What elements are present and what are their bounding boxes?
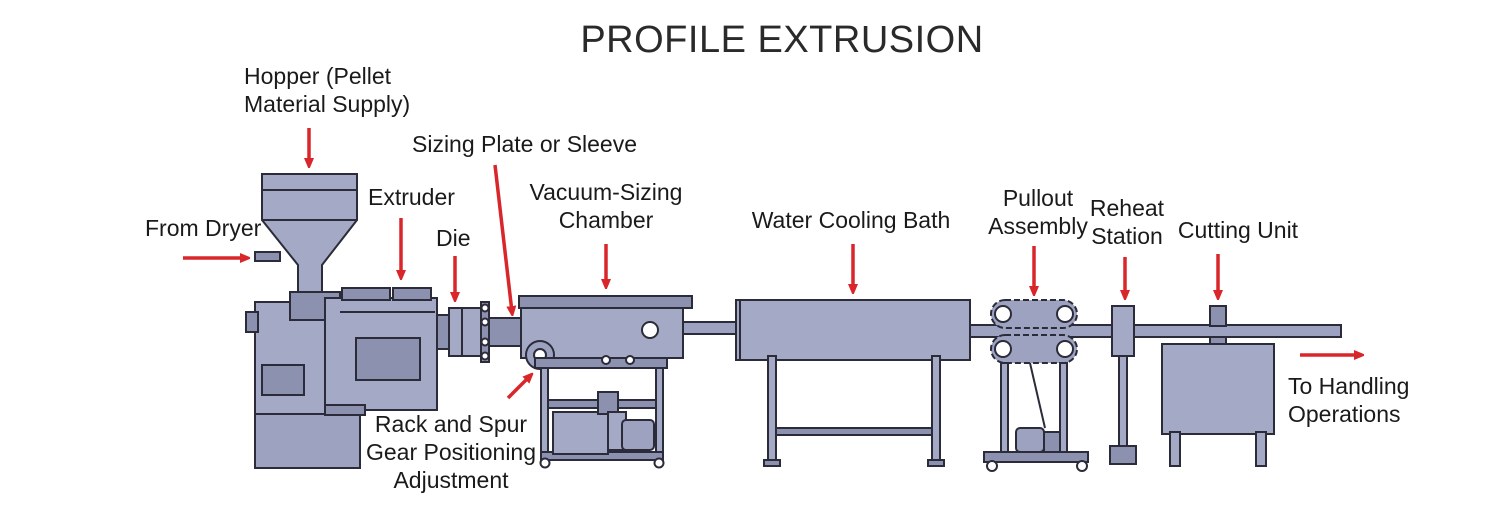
label-handling-line2: Operations [1288, 401, 1401, 427]
water-cooling-bath [735, 299, 971, 467]
dryer-inlet-pipe [254, 251, 281, 262]
hopper [254, 173, 358, 293]
label-extruder: Extruder [368, 184, 455, 210]
cutting-unit [1161, 305, 1275, 467]
label-die: Die [436, 225, 471, 251]
vacuum-pump [552, 411, 609, 455]
label-hopper-line2: Material Supply) [244, 91, 410, 117]
label-rack-line2: Gear Positioning [366, 439, 536, 465]
label-vacuum-line2: Chamber [559, 207, 654, 233]
vacuum-sizing-chamber [518, 295, 693, 469]
die [436, 301, 522, 363]
label-handling-line1: To Handling [1288, 373, 1409, 399]
label-cutting: Cutting Unit [1178, 217, 1299, 243]
sizing-plate-arrow [493, 164, 512, 312]
label-hopper-line1: Hopper (Pellet [244, 63, 392, 89]
label-rack-line1: Rack and Spur [375, 411, 527, 437]
label-water-bath: Water Cooling Bath [752, 207, 951, 233]
label-reheat-line2: Station [1091, 223, 1163, 249]
pullout-assembly [983, 299, 1089, 472]
label-vacuum-line1: Vacuum-Sizing [530, 179, 683, 205]
extruder-base [254, 411, 361, 469]
label-from-dryer: From Dryer [145, 215, 262, 241]
label-rack-line3: Adjustment [393, 467, 509, 493]
label-pullout-line1: Pullout [1003, 185, 1074, 211]
diagram-title: PROFILE EXTRUSION [580, 19, 983, 61]
extruder-machine [245, 287, 438, 469]
label-sizing-plate: Sizing Plate or Sleeve [412, 131, 637, 157]
reheat-station [1109, 305, 1137, 465]
label-pullout-line2: Assembly [988, 213, 1088, 239]
label-reheat-line1: Reheat [1090, 195, 1165, 221]
rack-gear-arrow [506, 376, 530, 400]
